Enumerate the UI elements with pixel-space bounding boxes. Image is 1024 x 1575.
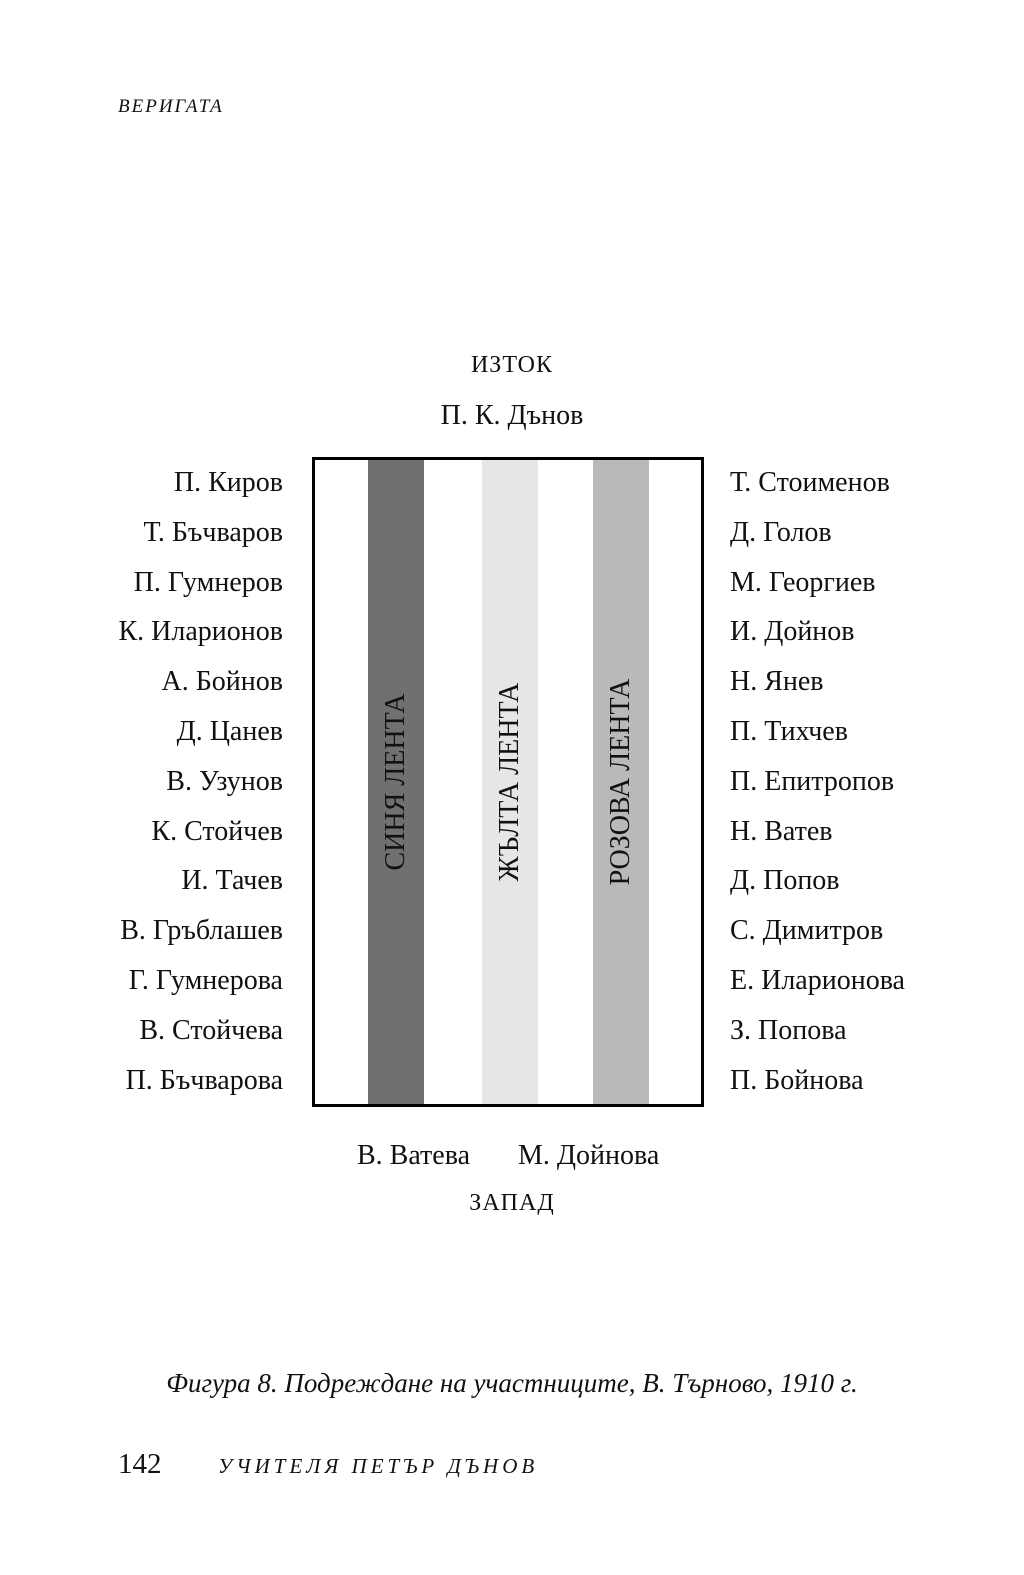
right-name: П. Тихчев [730, 715, 848, 747]
bottom-name: В. Ватева [357, 1140, 470, 1171]
right-name: М. Георгиев [730, 566, 876, 598]
figure-caption: Фигура 8. Подреждане на участниците, В. … [166, 1368, 858, 1398]
yellow-ribbon: ЖЪЛТА ЛЕНТА [482, 460, 538, 1104]
ribbon-label: СИНЯ ЛЕНТА [380, 693, 411, 871]
page-number: 142 [118, 1448, 162, 1480]
ribbon-label: ЖЪЛТА ЛЕНТА [494, 682, 525, 882]
left-name: П. Гумнеров [133, 566, 283, 598]
right-name: Т. Стоименов [730, 467, 890, 498]
left-name: К. Иларионов [118, 616, 284, 648]
east-label: ИЗТОК [470, 352, 554, 378]
right-name: Е. Иларионова [730, 964, 905, 996]
left-name: К. Стойчев [151, 815, 283, 847]
head-participant: П. К. Дънов [440, 400, 584, 431]
left-name: И. Тачев [181, 865, 283, 897]
bottom-name: М. Дойнова [518, 1140, 660, 1171]
left-name: А. Бойнов [161, 666, 284, 698]
left-name: В. Гръблашев [120, 915, 283, 947]
right-name: Д. Голов [730, 516, 832, 548]
right-name: С. Димитров [730, 915, 884, 947]
left-names-list: П. Киров Т. Бъчваров П. Гумнеров К. Илар… [119, 463, 284, 1110]
right-name: Н. Янев [730, 666, 824, 698]
left-name: П. Киров [173, 467, 283, 498]
right-name: Н. Ватев [730, 815, 833, 847]
book-title: УЧИТЕЛЯ ПЕТЪР ДЪНОВ [218, 1454, 539, 1478]
left-name: В. Узунов [166, 765, 283, 797]
hall-diagram: СИНЯ ЛЕНТА ЖЪЛТА ЛЕНТА РОЗОВА ЛЕНТА [312, 457, 704, 1107]
right-name: П. Бойнова [730, 1064, 864, 1096]
left-name: Г. Гумнерова [128, 964, 283, 996]
right-name: З. Попова [730, 1014, 847, 1046]
right-names-list: Т. Стоименов Д. Голов М. Георгиев И. Дой… [730, 463, 905, 1110]
west-label: ЗАПАД [469, 1190, 555, 1216]
ribbon-label: РОЗОВА ЛЕНТА [605, 678, 636, 886]
right-name: Д. Попов [730, 865, 840, 897]
left-name: В. Стойчева [139, 1014, 283, 1046]
pink-ribbon: РОЗОВА ЛЕНТА [593, 460, 649, 1104]
left-name: Т. Бъчваров [143, 516, 283, 548]
left-name: Д. Цанев [176, 715, 283, 747]
left-name: П. Бъчварова [125, 1064, 283, 1096]
right-name: П. Епитропов [730, 765, 895, 797]
blue-ribbon: СИНЯ ЛЕНТА [368, 460, 424, 1104]
running-head: ВЕРИГАТА [118, 96, 224, 117]
right-name: И. Дойнов [730, 616, 855, 648]
